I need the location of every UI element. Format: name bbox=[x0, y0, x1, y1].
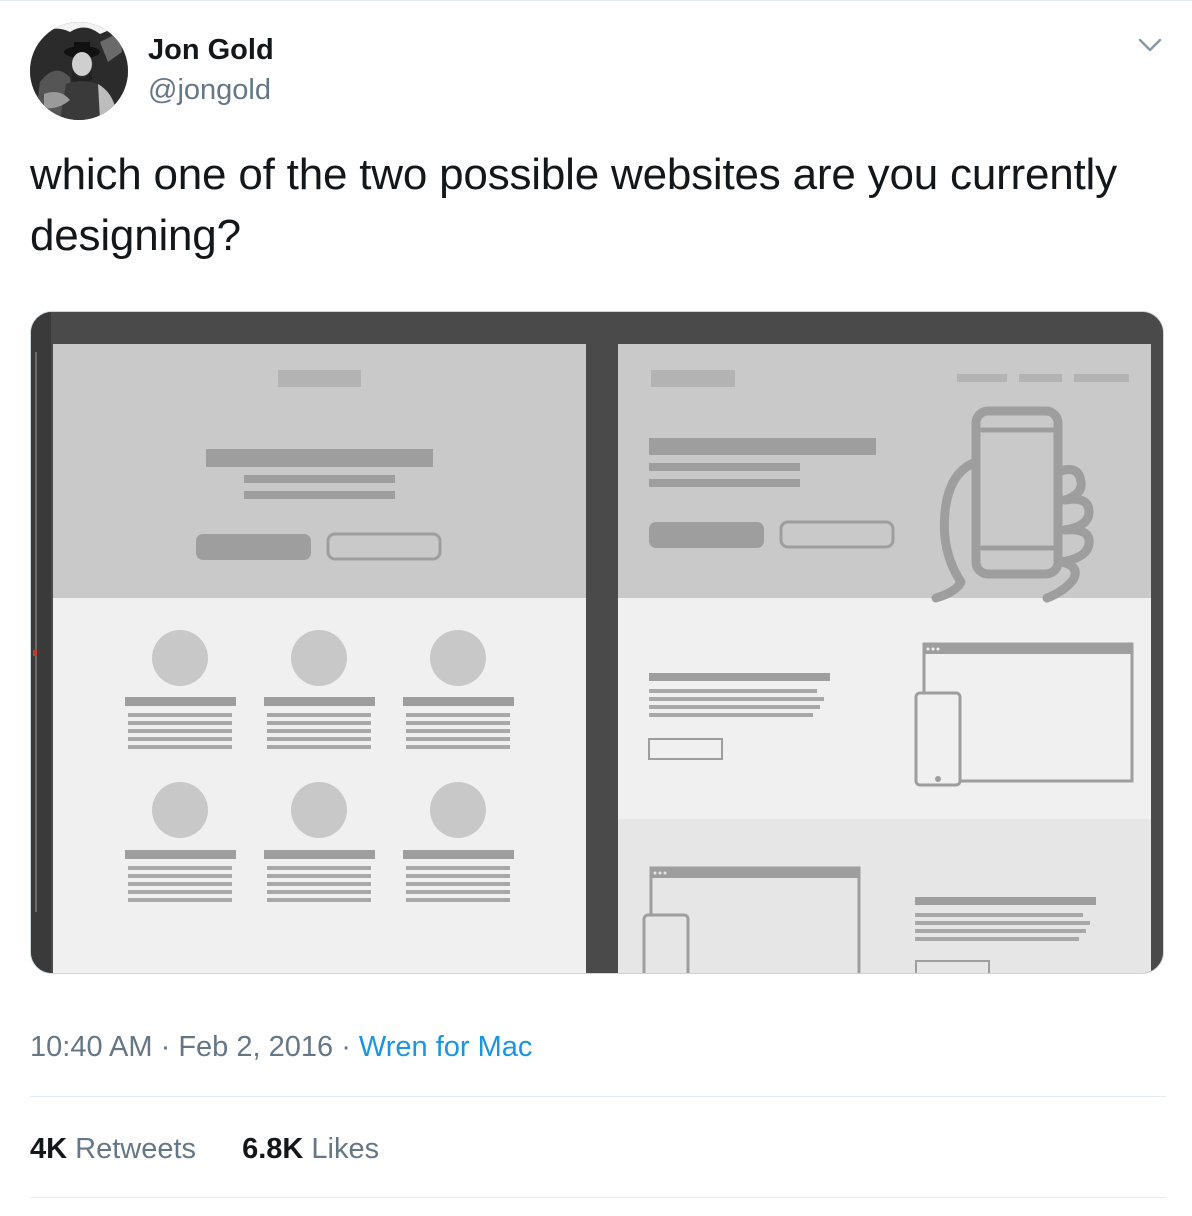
retweets-count: 4K bbox=[30, 1133, 68, 1165]
avatar-image bbox=[30, 22, 128, 120]
right-website-mockup bbox=[618, 344, 1151, 973]
tweet-media-image[interactable] bbox=[30, 311, 1164, 974]
top-divider bbox=[0, 0, 1192, 1]
divider bbox=[30, 1197, 1166, 1198]
divider bbox=[30, 1096, 1166, 1097]
tweet-date[interactable]: Feb 2, 2016 bbox=[178, 1031, 334, 1063]
tweet-stats: 4K Retweets 6.8K Likes bbox=[30, 1130, 417, 1168]
avatar[interactable] bbox=[30, 22, 128, 120]
chevron-down-icon[interactable] bbox=[1132, 30, 1168, 60]
retweets-label: Retweets bbox=[75, 1133, 197, 1165]
display-name[interactable]: Jon Gold bbox=[148, 34, 274, 66]
likes-stat[interactable]: 6.8K Likes bbox=[242, 1130, 379, 1168]
likes-label: Likes bbox=[311, 1133, 380, 1165]
likes-count: 6.8K bbox=[242, 1133, 304, 1165]
left-website-mockup bbox=[53, 344, 586, 973]
meta-separator: · bbox=[341, 1031, 351, 1063]
tweet-text: which one of the two possible websites a… bbox=[30, 150, 1117, 260]
tweet-source-link[interactable]: Wren for Mac bbox=[358, 1031, 533, 1063]
meta-separator: · bbox=[160, 1031, 171, 1063]
tweet-meta: 10:40 AM · Feb 2, 2016 · Wren for Mac bbox=[30, 1028, 532, 1066]
user-handle[interactable]: @jongold bbox=[148, 74, 271, 106]
tweet-time[interactable]: 10:40 AM bbox=[30, 1031, 153, 1063]
retweets-stat[interactable]: 4K Retweets bbox=[30, 1130, 196, 1168]
